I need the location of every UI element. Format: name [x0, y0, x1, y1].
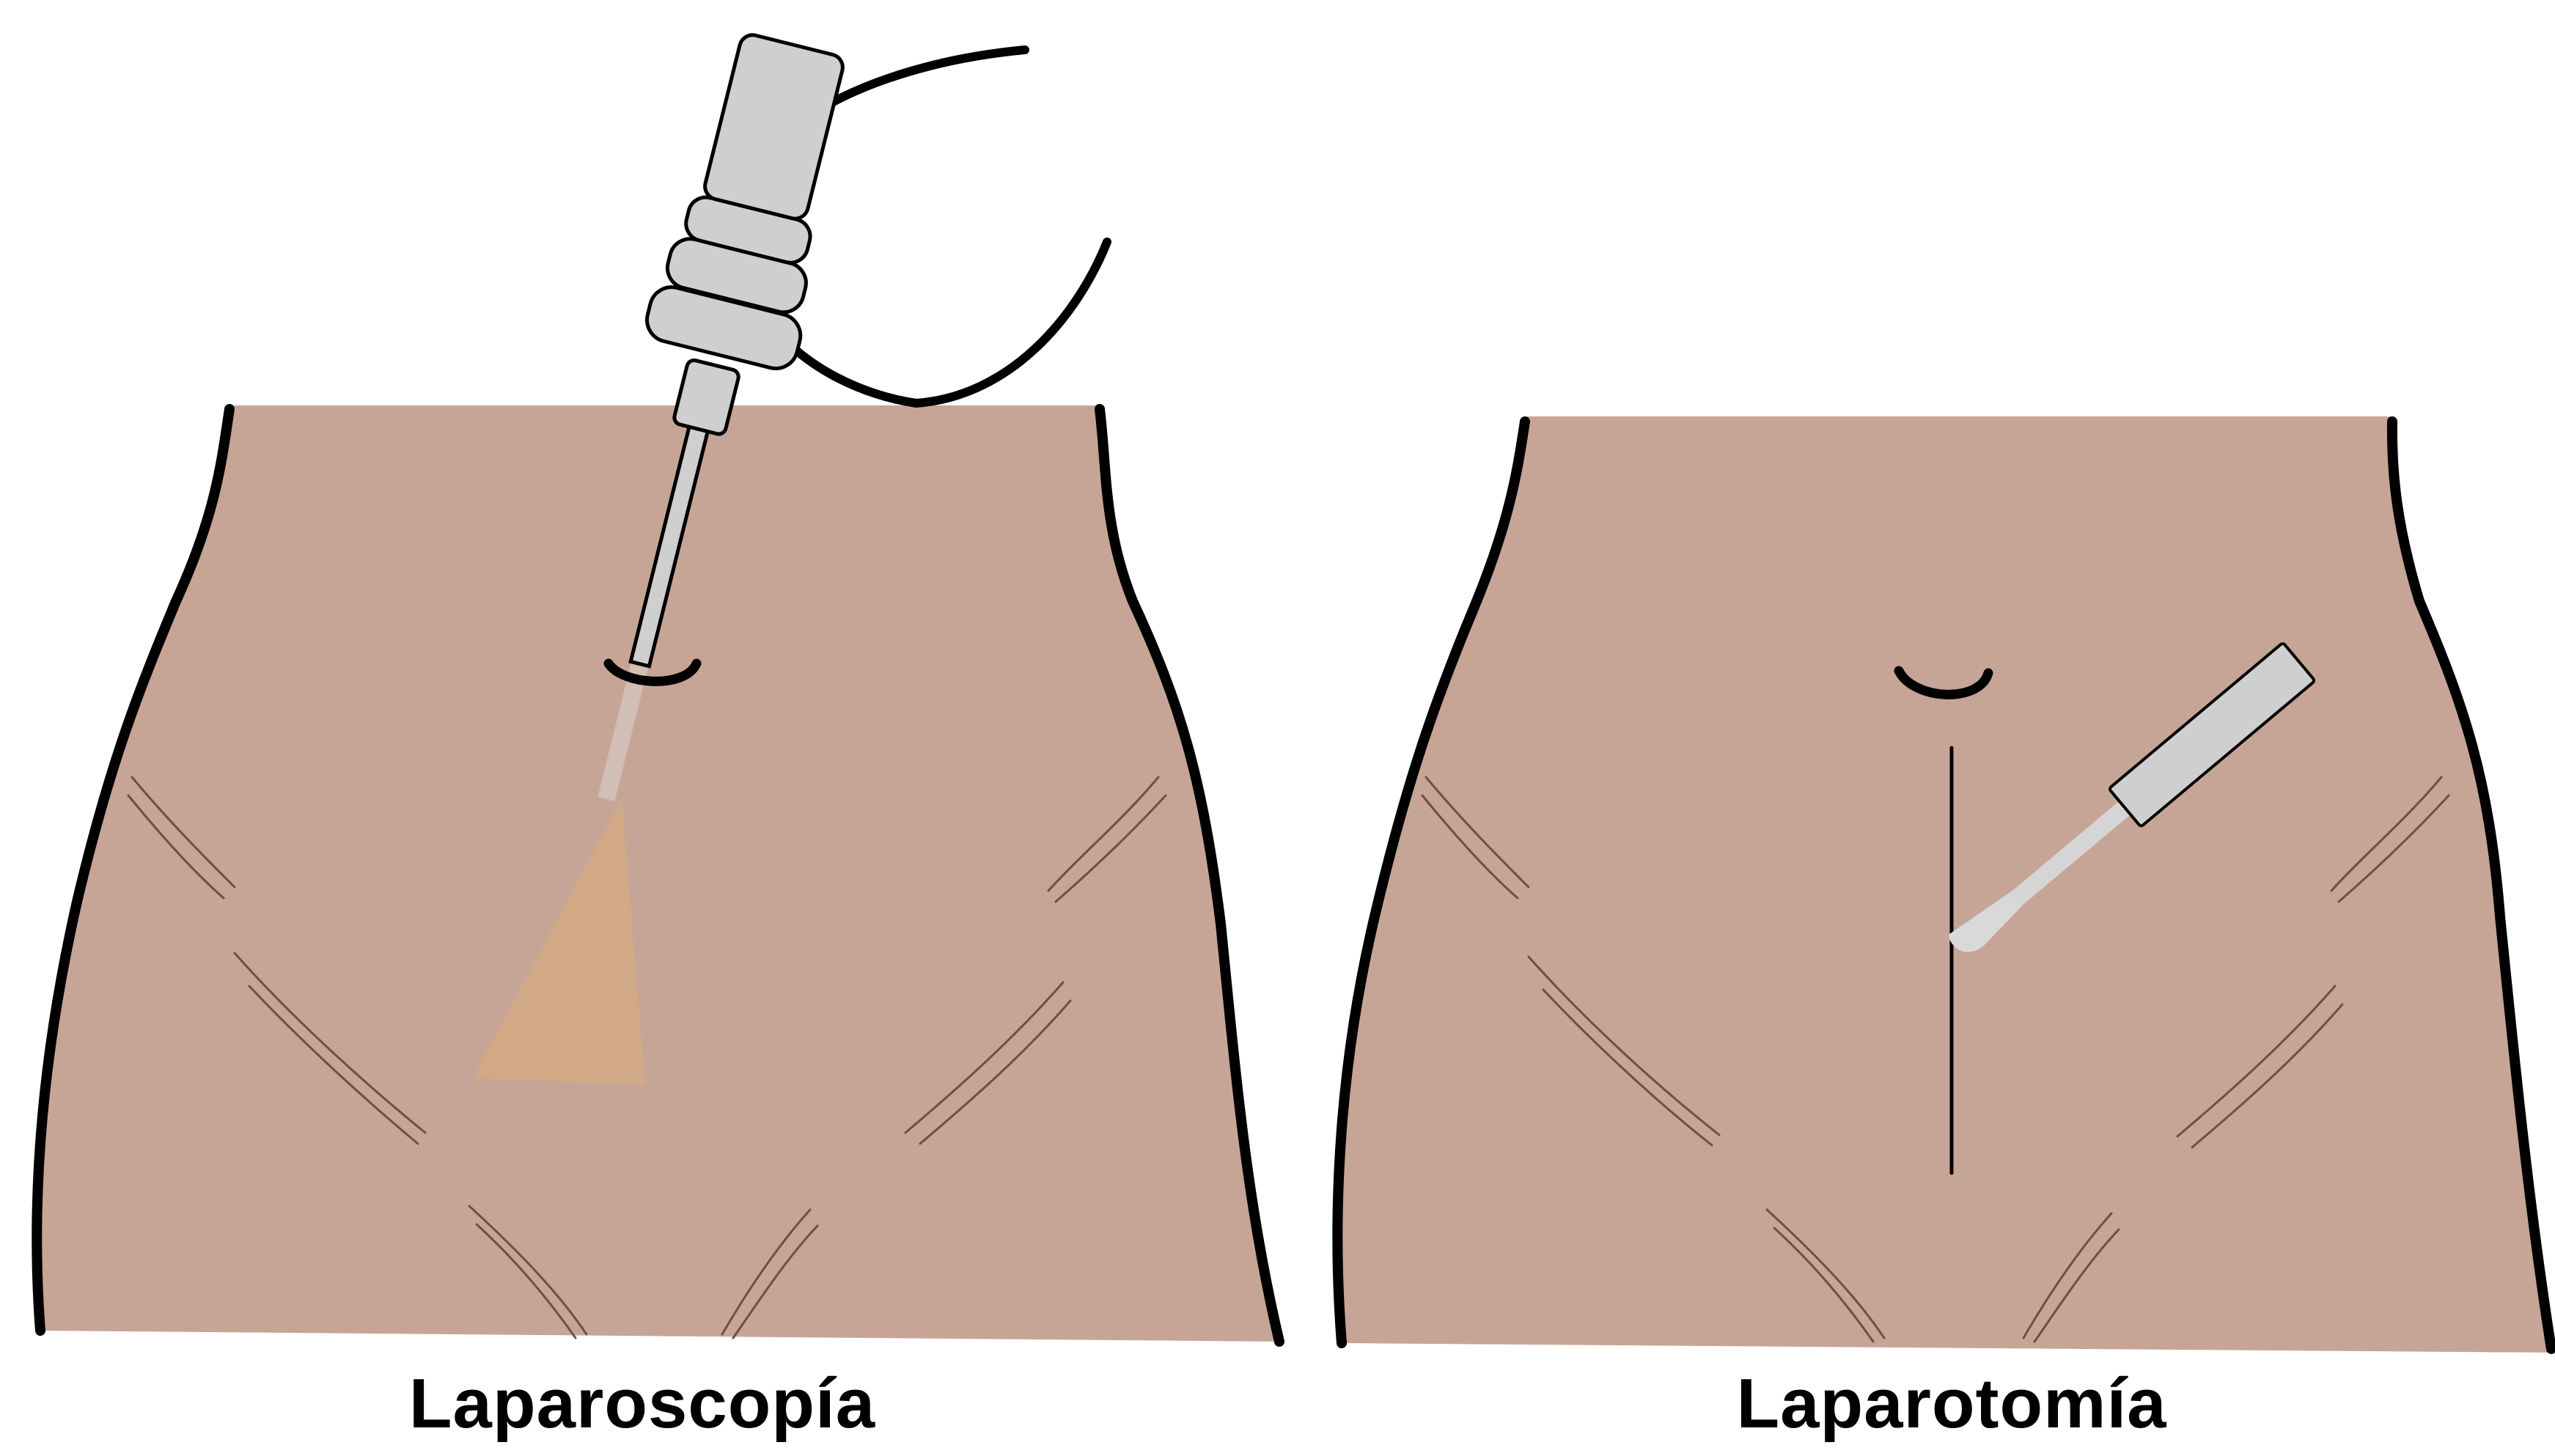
- caption-laparotomy: Laparotomía: [1585, 1360, 2318, 1448]
- torso-right: [1337, 416, 2555, 1353]
- caption-laparoscopy: Laparoscopía: [276, 1360, 1009, 1448]
- laparotomy-panel: [1337, 416, 2555, 1353]
- laparoscopy-panel: [37, 26, 1279, 1342]
